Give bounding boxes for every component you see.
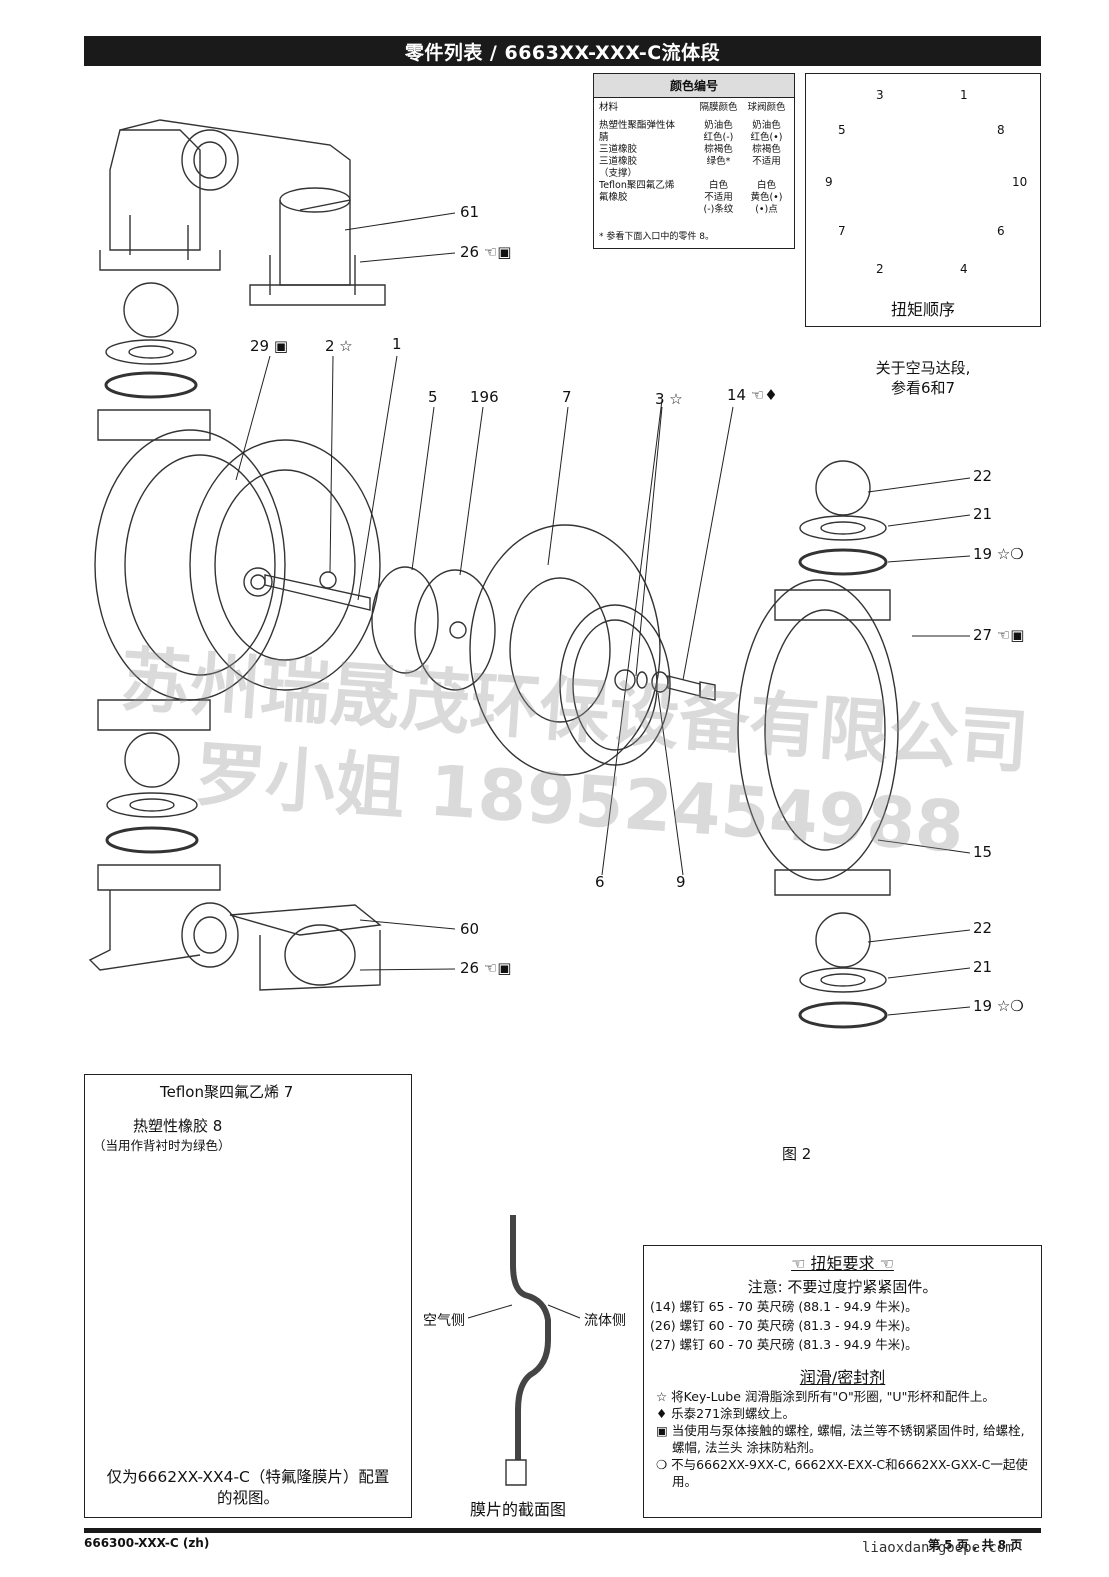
inset-teflon-view: Teflon聚四氟乙烯 7 热塑性橡胶 8 （当用作背衬时为绿色） 仅为6662…: [84, 1074, 412, 1518]
torque-num-2: 2: [876, 262, 884, 276]
callout-21-bottom: 21: [973, 958, 993, 976]
inset-caption: 仅为6662XX-XX4-C（特氟隆膜片）配置 的视图。: [106, 1468, 390, 1507]
right-lower-ball: [815, 912, 871, 968]
callout-9: 9: [676, 873, 686, 891]
callout-22-bottom: 22: [973, 919, 993, 937]
callout-5: 5: [428, 388, 438, 406]
right-body: [737, 579, 899, 881]
top-manifold-right: [279, 200, 351, 286]
table-row: 氟橡胶不适用黄色(•): [599, 192, 783, 203]
callout-7: 7: [562, 388, 572, 406]
lube-line: ❍ 不与6662XX-9XX-C, 6662XX-EXX-C和6662XX-GX…: [656, 1457, 1028, 1489]
table-row: （支撑）: [599, 168, 638, 179]
inset-tpe-label: 热塑性橡胶 8: [133, 1117, 223, 1135]
air-section-note: 关于空马达段, 参看6和7: [875, 359, 971, 397]
inset-tpe-sub: （当用作背衬时为绿色）: [93, 1138, 231, 1153]
torque-line: (26) 螺钉 60 - 70 英尺磅 (81.3 - 94.9 牛米)。: [650, 1318, 918, 1333]
table-row: Teflon聚四氟乙烯白色白色: [599, 180, 776, 191]
torque-num-9: 9: [825, 175, 833, 189]
diaphragm-5: [371, 566, 439, 674]
callout-27: 27 ☜▣: [973, 626, 1025, 644]
table-row: 腈红色(-)红色(•): [599, 132, 783, 143]
cross-section-caption: 膜片的截面图: [470, 1500, 567, 1519]
doc-id: 666300-XXX-C (zh): [84, 1536, 210, 1550]
torque-line: (14) 螺钉 65 - 70 英尺磅 (88.1 - 94.9 牛米)。: [650, 1299, 918, 1314]
color-table-header: 材料 隔膜颜色 球阀颜色: [594, 102, 794, 114]
bottom-manifold: [97, 864, 221, 891]
fluid-side-label: 流体侧: [584, 1313, 626, 1329]
callout-2: 2 ☆: [325, 337, 353, 355]
torque-num-5: 5: [838, 123, 846, 137]
upper-ball: [123, 282, 179, 338]
lube-line: ♦ 乐泰271涂到螺纹上。: [656, 1406, 796, 1421]
table-row: (-)条纹(•)点: [703, 204, 778, 215]
callout-26-bottom: 26 ☜▣: [460, 959, 512, 977]
page-number: 第 5 页 , 共 8 页: [928, 1538, 1023, 1552]
torque-num-10: 10: [1012, 175, 1028, 189]
torque-sequence-box: 扭矩顺序: [805, 73, 1041, 327]
lube-line: ☆ 将Key-Lube 润滑脂涂到所有"O"形圈, "U"形杯和配件上。: [656, 1389, 995, 1404]
lube-line: ▣ 当使用与泵体接触的螺栓, 螺帽, 法兰等不锈钢紧固件时, 给螺栓, 螺帽, …: [656, 1423, 1025, 1455]
table-row: 三道橡胶棕褐色棕褐色: [599, 144, 781, 155]
figure-label: 图 2: [782, 1145, 812, 1163]
callout-60: 60: [460, 920, 480, 938]
callout-19-top: 19 ☆❍: [973, 545, 1024, 563]
torque-num-7: 7: [838, 224, 846, 238]
callout-1: 1: [392, 335, 402, 353]
air-side-label: 空气侧: [423, 1313, 465, 1329]
table-row: 热塑性聚酯弹性体奶油色奶油色: [599, 120, 781, 131]
torque-line: (27) 螺钉 60 - 70 英尺磅 (81.3 - 94.9 牛米)。: [650, 1337, 918, 1352]
table-row: 三道橡胶绿色*不适用: [599, 156, 781, 167]
inset-teflon-label: Teflon聚四氟乙烯 7: [160, 1083, 294, 1101]
site-watermark: liaoxdan.goepe.com: [862, 1540, 1014, 1556]
diaphragm-plate: [559, 604, 671, 766]
callout-29: 29 ▣: [250, 337, 289, 355]
callout-14: 14 ☜♦: [727, 386, 778, 404]
callout-6: 6: [595, 873, 605, 891]
torque-num-6: 6: [997, 224, 1005, 238]
callout-26-top: 26 ☜▣: [460, 243, 512, 261]
col-material: 材料: [599, 102, 619, 113]
callout-61: 61: [460, 203, 480, 221]
top-manifold-left: [109, 129, 201, 251]
cross-section-profile: [510, 1215, 551, 1460]
torque-num-4: 4: [960, 262, 968, 276]
color-table-title: 颜色编号: [594, 74, 794, 98]
callout-196: 196: [470, 388, 499, 406]
torque-sequence-caption: 扭矩顺序: [890, 300, 955, 319]
diaphragm-196: [414, 569, 496, 691]
callout-22-top: 22: [973, 467, 993, 485]
torque-num-3: 3: [876, 88, 884, 102]
torque-num-8: 8: [997, 123, 1005, 137]
color-table-note: * 参看下面入口中的零件 8。: [599, 232, 714, 242]
air-cover: [189, 439, 381, 691]
col-ball: 球阀颜色: [747, 102, 786, 113]
top-manifold-pipe: [119, 119, 351, 211]
footer-rule: [84, 1528, 1041, 1533]
callout-15: 15: [973, 843, 993, 861]
torque-requirements-title: ☜ 扭矩要求 ☜: [791, 1254, 894, 1273]
callout-21-top: 21: [973, 505, 993, 523]
callout-19-bottom: 19 ☆❍: [973, 997, 1024, 1015]
spec-box: ☜ 扭矩要求 ☜ 注意: 不要过度拧紧紧固件。 (14) 螺钉 65 - 70 …: [643, 1245, 1042, 1518]
caution-text: 注意: 不要过度拧紧紧固件。: [747, 1278, 938, 1296]
torque-num-1: 1: [960, 88, 968, 102]
page-title: 零件列表 / 6663XX-XXX-C流体段: [84, 36, 1041, 66]
lube-title: 润滑/密封剂: [799, 1368, 886, 1387]
diaphragm-7: [469, 524, 661, 776]
col-diaphragm: 隔膜颜色: [699, 102, 738, 113]
color-table: 颜色编号 材料 隔膜颜色 球阀颜色 热塑性聚酯弹性体奶油色奶油色 腈红色(-)红…: [593, 73, 795, 249]
lower-ball: [124, 732, 180, 788]
top-manifold-port: [181, 129, 239, 191]
right-upper-ball: [815, 460, 871, 516]
shaft: [264, 574, 371, 611]
callout-3: 3 ☆: [655, 390, 683, 408]
